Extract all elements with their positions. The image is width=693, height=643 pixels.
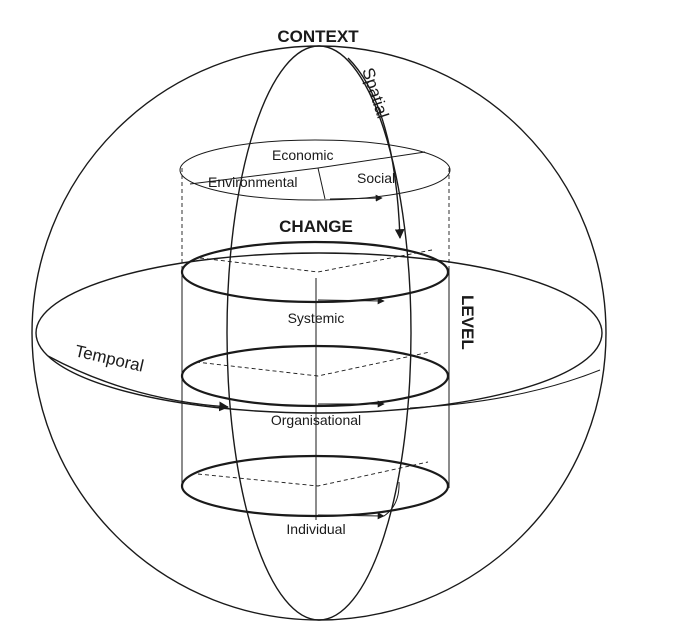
label-social: Social: [357, 170, 395, 186]
individual-disc: [180, 454, 450, 518]
label-environmental: Environmental: [208, 174, 298, 190]
dimensions-ellipse: [179, 139, 451, 201]
temporal-arrow: [47, 355, 229, 412]
systemic-disc: [180, 240, 450, 304]
temporal-ellipse: [35, 252, 603, 414]
dimensions-divider-left: [189, 167, 319, 185]
individual-arrow: [317, 512, 385, 520]
label-economic: Economic: [272, 147, 333, 163]
organisational-divider: [195, 351, 431, 377]
label-temporal: Temporal: [73, 341, 145, 375]
label-systemic: Systemic: [288, 310, 345, 326]
label-level: LEVEL: [458, 295, 477, 350]
dimensions-divider-down: [317, 167, 326, 200]
label-spatial: Spatial: [358, 65, 392, 120]
systemic-arrow: [317, 297, 385, 305]
dimensions-divider-right: [317, 151, 426, 169]
individual-curl: [383, 481, 400, 517]
spatial-arrow: [347, 57, 405, 239]
organisational-disc: [180, 344, 450, 408]
label-change: CHANGE: [279, 217, 353, 236]
label-organisational: Organisational: [271, 412, 361, 428]
systemic-divider-left: [199, 249, 433, 273]
spatial-ellipse: [226, 45, 412, 621]
temporal-continuation: [409, 369, 601, 409]
dimensions-arrow: [329, 194, 383, 202]
individual-divider: [197, 461, 429, 487]
label-individual: Individual: [286, 521, 345, 537]
label-context: CONTEXT: [277, 27, 359, 46]
